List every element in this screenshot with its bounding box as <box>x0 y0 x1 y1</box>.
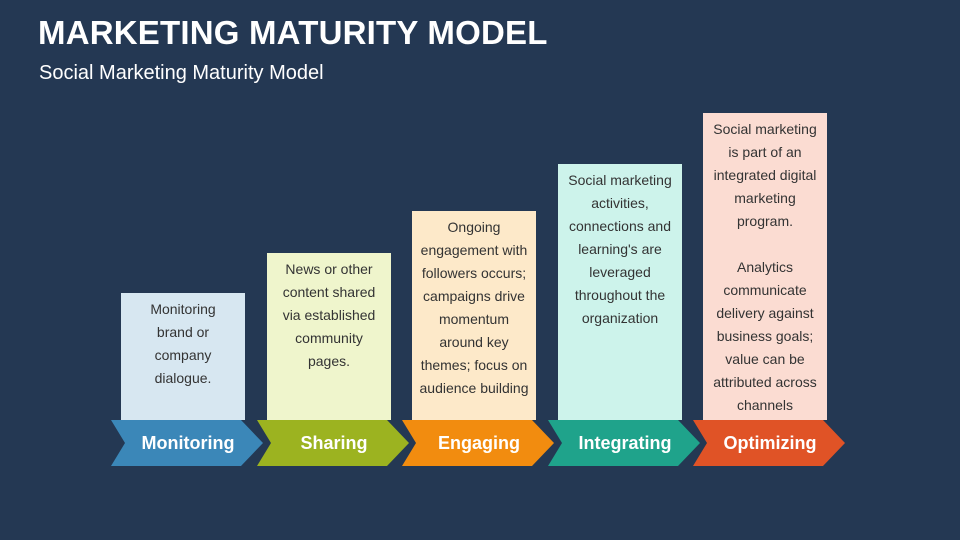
stage-description-sharing: News or other content shared via establi… <box>267 253 391 420</box>
stage-label-monitoring: Monitoring <box>141 433 235 453</box>
stage-arrow-monitoring: Monitoring <box>111 420 265 466</box>
page-subtitle: Social Marketing Maturity Model <box>39 62 324 84</box>
chevron-shape <box>402 420 554 466</box>
stage-description-integrating: Social marketing activities, connections… <box>558 164 682 420</box>
page-title: MARKETING MATURITY MODEL <box>38 14 548 51</box>
chevron-shape <box>257 420 409 466</box>
stage-arrow-sharing: Sharing <box>257 420 411 466</box>
stage-label-sharing: Sharing <box>300 433 368 453</box>
stage-arrow-optimizing: Optimizing <box>693 420 847 466</box>
chevron-shape <box>111 420 263 466</box>
stage-arrow-integrating: Integrating <box>548 420 702 466</box>
stage-description-optimizing: Social marketing is part of an integrate… <box>703 113 827 420</box>
stage-label-integrating: Integrating <box>578 433 672 453</box>
stage-description-monitoring: Monitoring brand or company dialogue. <box>121 293 245 420</box>
stage-label-engaging: Engaging <box>438 433 520 453</box>
stage-label-optimizing: Optimizing <box>723 433 817 453</box>
stage-arrow-engaging: Engaging <box>402 420 556 466</box>
chevron-shape <box>693 420 845 466</box>
stage-description-engaging: Ongoing engagement with followers occurs… <box>412 211 536 420</box>
chevron-shape <box>548 420 700 466</box>
